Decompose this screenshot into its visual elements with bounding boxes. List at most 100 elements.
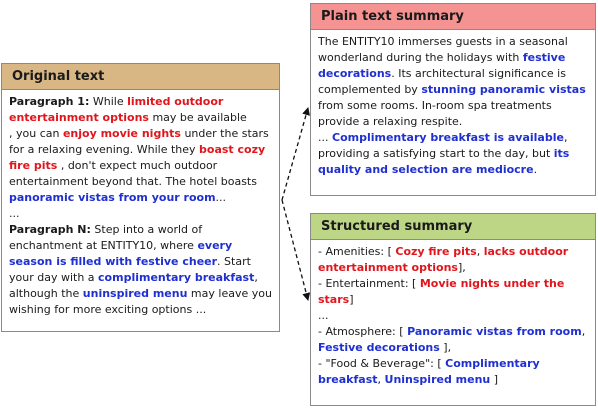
text-line: quality and selection are mediocre.	[318, 162, 588, 178]
text-line: stars]	[318, 292, 588, 308]
text-line: wonderland during the holidays with fest…	[318, 50, 588, 66]
highlighted-phrase: Movie nights under the	[419, 277, 565, 290]
text-segment: enchantment at ENTITY10, where	[9, 239, 198, 252]
text-line: - "Food & Beverage": [ Complimentary	[318, 356, 588, 372]
text-segment: , you can	[9, 127, 63, 140]
highlighted-phrase: Complimentary breakfast is available	[332, 131, 564, 144]
text-segment: . Its architectural significance is	[391, 67, 566, 80]
plain-summary-body: The ENTITY10 immerses guests in a season…	[311, 30, 595, 180]
highlighted-phrase: Panoramic vistas from room	[407, 325, 582, 338]
highlighted-phrase: every	[197, 239, 233, 252]
text-line: fire pits , don't expect much outdoor	[9, 158, 272, 174]
text-segment: may leave you	[187, 287, 272, 300]
highlighted-phrase: enjoy movie nights	[62, 127, 181, 140]
text-segment: ]	[490, 373, 499, 386]
text-segment: entertainment beyond that. The hotel boa…	[9, 175, 257, 188]
highlighted-phrase: Complimentary	[445, 357, 540, 370]
highlighted-phrase: complimentary breakfast	[98, 271, 255, 284]
text-segment: provide a relaxing respite.	[318, 115, 463, 128]
highlighted-phrase: stars	[318, 293, 350, 306]
original-text-panel: Original text Paragraph 1: While limited…	[1, 63, 280, 332]
text-line: - Entertainment: [ Movie nights under th…	[318, 276, 588, 292]
text-line: The ENTITY10 immerses guests in a season…	[318, 34, 588, 50]
text-line: from some rooms. In-room spa treatments	[318, 98, 588, 114]
text-segment: ,	[254, 271, 258, 284]
highlighted-phrase: season is filled with festive cheer	[9, 255, 218, 268]
text-segment: although the	[9, 287, 83, 300]
text-segment: providing a satisfying start to the day,…	[318, 147, 554, 160]
text-line: although the uninspired menu may leave y…	[9, 286, 272, 302]
text-line: panoramic vistas from your room...	[9, 190, 272, 206]
highlighted-phrase: lacks outdoor	[483, 245, 569, 258]
text-segment: may be available	[148, 111, 247, 124]
text-line: Festive decorations ],	[318, 340, 588, 356]
text-line: wishing for more exciting options ...	[9, 302, 272, 318]
highlighted-phrase: breakfast	[318, 373, 378, 386]
text-line: ... Complimentary breakfast is available…	[318, 130, 588, 146]
text-line: provide a relaxing respite.	[318, 114, 588, 130]
text-segment: wonderland during the holidays with	[318, 51, 523, 64]
text-segment: ,	[563, 131, 568, 144]
paragraph-n-label: Paragraph N:	[9, 223, 91, 236]
text-segment: for a relaxing evening. While they	[9, 143, 200, 156]
text-segment: .	[533, 163, 538, 176]
highlighted-phrase: decorations	[318, 67, 392, 80]
text-line: While limited outdoor	[89, 95, 224, 108]
structured-summary-title: Structured summary	[311, 214, 595, 240]
text-segment: - Entertainment: [	[318, 277, 420, 290]
text-segment: ,	[476, 245, 484, 258]
text-segment: ],	[457, 261, 466, 274]
text-segment: ...	[318, 309, 329, 322]
structured-summary-body: - Amenities: [ Cozy fire pits, lacks out…	[311, 240, 595, 390]
arrow-to-structured-summary	[281, 199, 311, 301]
plain-text-summary-panel: Plain text summary The ENTITY10 immerses…	[310, 3, 596, 196]
text-line: entertainment beyond that. The hotel boa…	[9, 174, 272, 190]
highlighted-phrase: quality and selection are mediocre	[318, 163, 534, 176]
text-segment: wishing for more exciting options ...	[9, 303, 207, 316]
text-segment: . Start	[217, 255, 251, 268]
text-segment: ...	[318, 131, 332, 144]
text-line: enchantment at ENTITY10, where every	[9, 238, 272, 254]
highlighted-phrase: boast cozy	[199, 143, 266, 156]
text-segment: - Atmosphere: [	[318, 325, 408, 338]
text-line: your day with a complimentary breakfast,	[9, 270, 272, 286]
structured-summary-panel: Structured summary - Amenities: [ Cozy f…	[310, 213, 596, 406]
text-line: Step into a world of	[91, 223, 202, 236]
text-line: providing a satisfying start to the day,…	[318, 146, 588, 162]
paragraph-1: Paragraph 1: While limited outdoor enter…	[9, 94, 272, 206]
text-line: breakfast, Uninspired menu ]	[318, 372, 588, 388]
text-segment: ,	[377, 373, 385, 386]
highlighted-phrase: stunning panoramic vistas	[421, 83, 586, 96]
text-segment: - Amenities: [	[318, 245, 396, 258]
text-segment: The ENTITY10 immerses guests in a season…	[318, 35, 568, 48]
text-segment: - "Food & Beverage": [	[318, 357, 446, 370]
text-segment: ...	[215, 191, 227, 204]
text-segment: from some rooms. In-room spa treatments	[318, 99, 552, 112]
text-line: - Atmosphere: [ Panoramic vistas from ro…	[318, 324, 588, 340]
text-line: decorations. Its architectural significa…	[318, 66, 588, 82]
text-segment: your day with a	[9, 271, 99, 284]
highlighted-phrase: entertainment options	[9, 111, 149, 124]
paragraph-1-label: Paragraph 1:	[9, 95, 90, 108]
text-line: ...	[318, 308, 588, 324]
highlighted-phrase: its	[553, 147, 570, 160]
original-text-title: Original text	[2, 64, 279, 90]
text-segment: complemented by	[318, 83, 422, 96]
highlighted-phrase: entertainment options	[318, 261, 458, 274]
text-line: entertainment options may be available	[9, 110, 272, 126]
highlighted-phrase: limited outdoor	[127, 95, 224, 108]
text-line: for a relaxing evening. While they boast…	[9, 142, 272, 158]
highlighted-phrase: Festive decorations	[318, 341, 440, 354]
paragraph-ellipsis: ...	[9, 207, 20, 220]
highlighted-phrase: Uninspired menu	[384, 373, 491, 386]
text-line: , you can enjoy movie nights under the s…	[9, 126, 272, 142]
text-line: - Amenities: [ Cozy fire pits, lacks out…	[318, 244, 588, 260]
text-line: entertainment options],	[318, 260, 588, 276]
text-line: complemented by stunning panoramic vista…	[318, 82, 588, 98]
highlighted-phrase: Cozy fire pits	[395, 245, 477, 258]
text-segment: ],	[439, 341, 452, 354]
highlighted-phrase: festive	[522, 51, 566, 64]
highlighted-phrase: uninspired menu	[82, 287, 188, 300]
text-segment: ]	[349, 293, 354, 306]
text-segment: While	[89, 95, 128, 108]
